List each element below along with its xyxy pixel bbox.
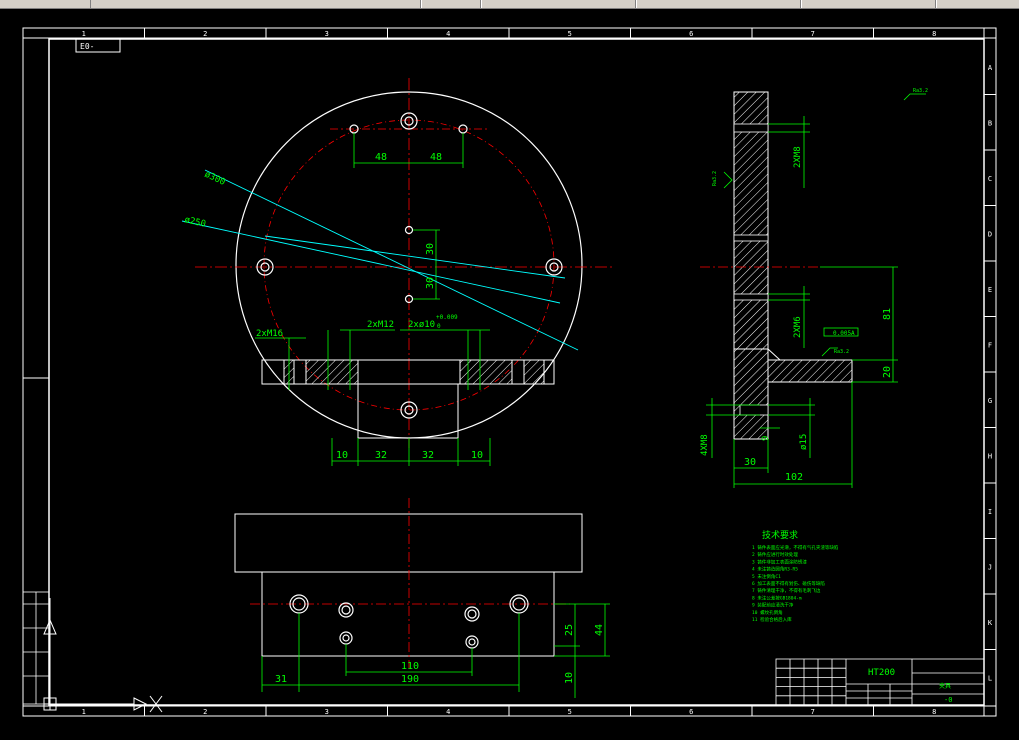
column-label-bottom: 3 [325,708,329,716]
label-2xphi10: 2xø10 [408,320,435,330]
column-label-top: 2 [203,30,207,38]
column-label-bottom: 5 [568,708,572,716]
sheet-code: E0- [80,42,94,51]
dim-48-left: 48 [375,152,387,163]
column-label-top: 5 [568,30,572,38]
front-view: ø300 ø250 48 48 30 30 2xM16 2xM12 2xø10 … [181,78,612,466]
dim-10: 10 [564,672,575,684]
column-label-bottom: 4 [446,708,450,716]
column-label-top: 1 [82,30,86,38]
revision-table [22,591,50,705]
column-label-bottom: 8 [932,708,936,716]
toolbar-group-2[interactable] [420,0,482,8]
column-label-bottom: 1 [82,708,86,716]
row-label: I [988,508,992,516]
row-label: E [988,286,992,294]
dim-30: 30 [744,457,756,468]
scale-label: -0 [944,696,952,704]
roughness-top: Ra3.2 [913,88,928,94]
column-label-top: 4 [446,30,450,38]
row-label: K [988,619,993,627]
row-label: G [988,397,992,405]
dim-31: 31 [275,674,287,685]
column-label-bottom: 6 [689,708,693,716]
tech-req-item: 11 检验合格后入库 [752,616,792,623]
roughness-1: Ra3.2 [712,171,718,186]
dim-25: 25 [564,624,575,636]
dim-9: 9 [761,436,771,441]
toolbar [0,0,1019,9]
lineweight-dropdown[interactable] [800,0,937,8]
dim-32-left: 32 [375,450,387,461]
tech-req-item: 3 铸件非加工表面涂防锈漆 [752,558,807,565]
label-4xM8: 4XM8 [700,434,710,456]
row-label: B [988,119,992,127]
tech-req-item: 8 未注公差按GB1804-m [752,594,802,601]
tech-req-item: 6 加工表面不得有划伤、碰伤等缺陷 [752,580,825,587]
roughness-2: Ra3.2 [834,349,849,355]
column-label-top: 3 [325,30,329,38]
layer-dropdown[interactable] [480,0,637,8]
dim-81: 81 [882,308,893,320]
dim-10-right: 10 [471,450,483,461]
tech-req-item: 2 铸件应进行时效处理 [752,551,798,558]
tech-req-item: 4 未注铸造圆角R3-R5 [752,566,798,573]
tech-req-item: 10 螺纹孔倒角 [752,609,783,616]
tech-req-heading: 技术要求 [762,529,798,541]
row-label: F [988,341,992,349]
drawing-frame [22,27,997,717]
row-labels: A B C D E F G H I J K L [988,64,993,683]
linetype-dropdown[interactable] [635,0,802,8]
tech-req-item: 1 铸件表面应光滑，不得有气孔夹渣等缺陷 [752,544,839,551]
dia-300-label: ø300 [203,170,227,188]
row-label: C [988,175,992,183]
dim-190: 190 [401,674,419,685]
label-2xM12: 2xM12 [367,320,394,330]
dim-48-right: 48 [430,152,442,163]
column-label-top: 7 [811,30,815,38]
row-label: J [988,563,992,571]
side-view: 2XM8 2XM6 81 20 4XM8 9 ø15 30 102 0.005 … [700,88,928,488]
tech-req-item: 9 装配前应清洗干净 [752,602,794,609]
dim-32-right: 32 [422,450,434,461]
drawing-name: 夹具 [939,682,951,690]
dim-phi15: ø15 [799,434,809,450]
column-label-bottom: 2 [203,708,207,716]
label-2xM8: 2XM8 [793,146,803,168]
label-2xM6: 2XM6 [793,316,803,338]
dim-102: 102 [785,472,803,483]
tech-req-item: 5 未注倒角C1 [752,573,781,580]
column-label-top: 8 [932,30,936,38]
column-label-bottom: 7 [811,708,815,716]
plotstyle-dropdown[interactable] [935,0,1019,8]
material-label: HT200 [868,668,895,678]
dim-10-left: 10 [336,450,348,461]
dim-30-upper: 30 [425,243,436,255]
dim-20: 20 [882,366,893,378]
row-label: L [988,674,992,682]
tol-plus: +0.009 [436,314,458,321]
dim-110: 110 [401,661,419,672]
plan-view: 25 44 10 31 110 190 [234,498,610,698]
dia-250-label: ø250 [183,215,206,230]
dim-30-lower: 30 [425,277,436,289]
label-2xM16: 2xM16 [256,329,283,339]
row-label: A [988,64,993,72]
column-label-top: 6 [689,30,693,38]
toolbar-group-1[interactable] [90,0,422,8]
row-label: D [988,230,992,238]
dim-44: 44 [594,624,605,636]
row-label: H [988,452,992,460]
tech-req-item: 7 铸件清理干净，不得有毛刺飞边 [752,587,821,594]
datum-tol: 0.005 [833,330,851,337]
tol-zero: 0 [437,323,441,330]
title-block [775,658,985,706]
datum-a: A [851,330,855,337]
ucs-icon [43,598,163,713]
